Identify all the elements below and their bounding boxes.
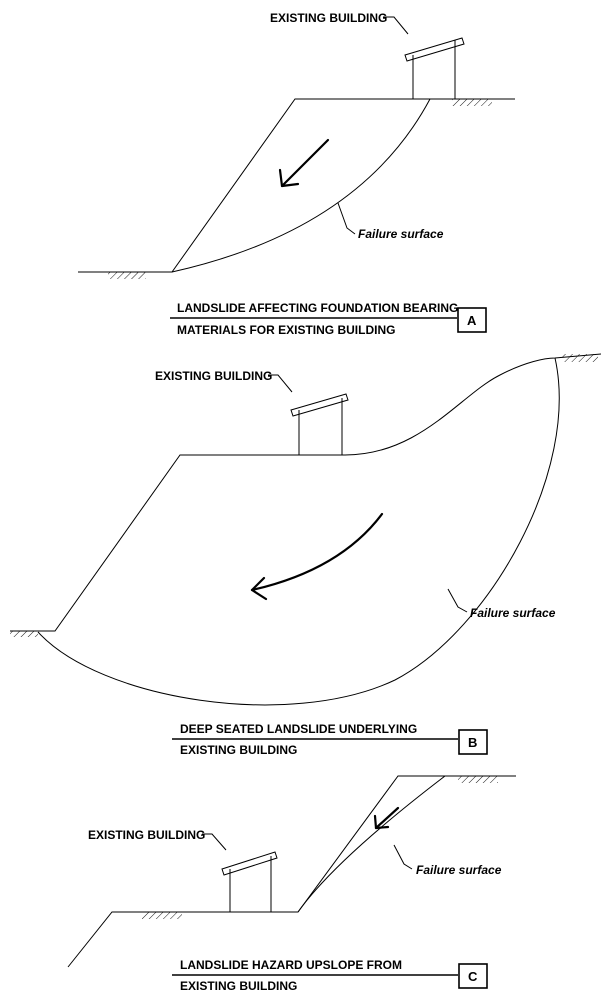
panel-c-failure-label: Failure surface bbox=[416, 863, 502, 877]
panel-a-ground-hatch-left bbox=[108, 272, 146, 279]
panel-c-failure-leader bbox=[393, 844, 413, 870]
panel-a-letter-box bbox=[457, 307, 487, 333]
panel-a: EXISTING BUILDING Failure surface LANDSL… bbox=[78, 11, 515, 337]
panel-c-building-label: EXISTING BUILDING bbox=[88, 828, 205, 842]
panel-a-failure-leader bbox=[337, 202, 356, 235]
panel-c: EXISTING BUILDING Failure surface LANDSL… bbox=[67, 775, 516, 993]
panel-b-caption-line1: DEEP SEATED LANDSLIDE UNDERLYING bbox=[180, 722, 417, 736]
panel-c-ground-hatch-left bbox=[142, 912, 182, 919]
panel-b-failure-label: Failure surface bbox=[470, 606, 556, 620]
panel-a-building-label: EXISTING BUILDING bbox=[270, 11, 387, 25]
panel-b: EXISTING BUILDING Failure surface DEEP S… bbox=[10, 353, 601, 757]
panel-b-caption-line2: EXISTING BUILDING bbox=[180, 743, 297, 757]
panel-a-movement-arrow bbox=[278, 138, 330, 188]
panel-c-letter: C bbox=[468, 969, 478, 984]
panel-b-ground-hatch-left bbox=[10, 631, 38, 637]
panel-b-failure-leader bbox=[447, 588, 468, 613]
panel-b-ground-profile bbox=[10, 353, 601, 632]
panel-a-existing-building bbox=[404, 37, 465, 99]
panel-b-existing-building bbox=[290, 393, 349, 455]
panel-c-building-leader bbox=[202, 833, 227, 851]
panel-b-movement-arrow bbox=[250, 512, 384, 601]
panel-a-failure-label: Failure surface bbox=[358, 227, 444, 241]
panel-c-failure-surface bbox=[297, 775, 446, 913]
panel-a-building-leader bbox=[383, 16, 409, 35]
panel-c-ground-hatch-right bbox=[458, 776, 498, 783]
panel-a-failure-surface bbox=[171, 98, 431, 273]
panel-b-failure-surface bbox=[37, 357, 560, 706]
panel-b-letter: B bbox=[468, 735, 477, 750]
panel-a-caption-line2: MATERIALS FOR EXISTING BUILDING bbox=[177, 323, 395, 337]
panel-b-building-label: EXISTING BUILDING bbox=[155, 369, 272, 383]
panel-c-existing-building bbox=[221, 851, 278, 912]
panel-c-letter-box bbox=[458, 963, 488, 989]
panel-b-letter-box bbox=[458, 729, 488, 755]
panel-b-building-leader bbox=[268, 374, 293, 393]
panel-a-letter: A bbox=[467, 313, 477, 328]
panel-c-movement-arrow bbox=[373, 806, 400, 830]
panel-a-caption-line1: LANDSLIDE AFFECTING FOUNDATION BEARING bbox=[177, 301, 458, 315]
panel-b-ground-hatch-right bbox=[562, 354, 598, 362]
panel-c-caption-line1: LANDSLIDE HAZARD UPSLOPE FROM bbox=[180, 958, 402, 972]
panel-c-caption-line2: EXISTING BUILDING bbox=[180, 979, 297, 993]
panel-a-ground-hatch-right bbox=[452, 99, 492, 106]
panel-a-ground-profile bbox=[78, 98, 515, 273]
